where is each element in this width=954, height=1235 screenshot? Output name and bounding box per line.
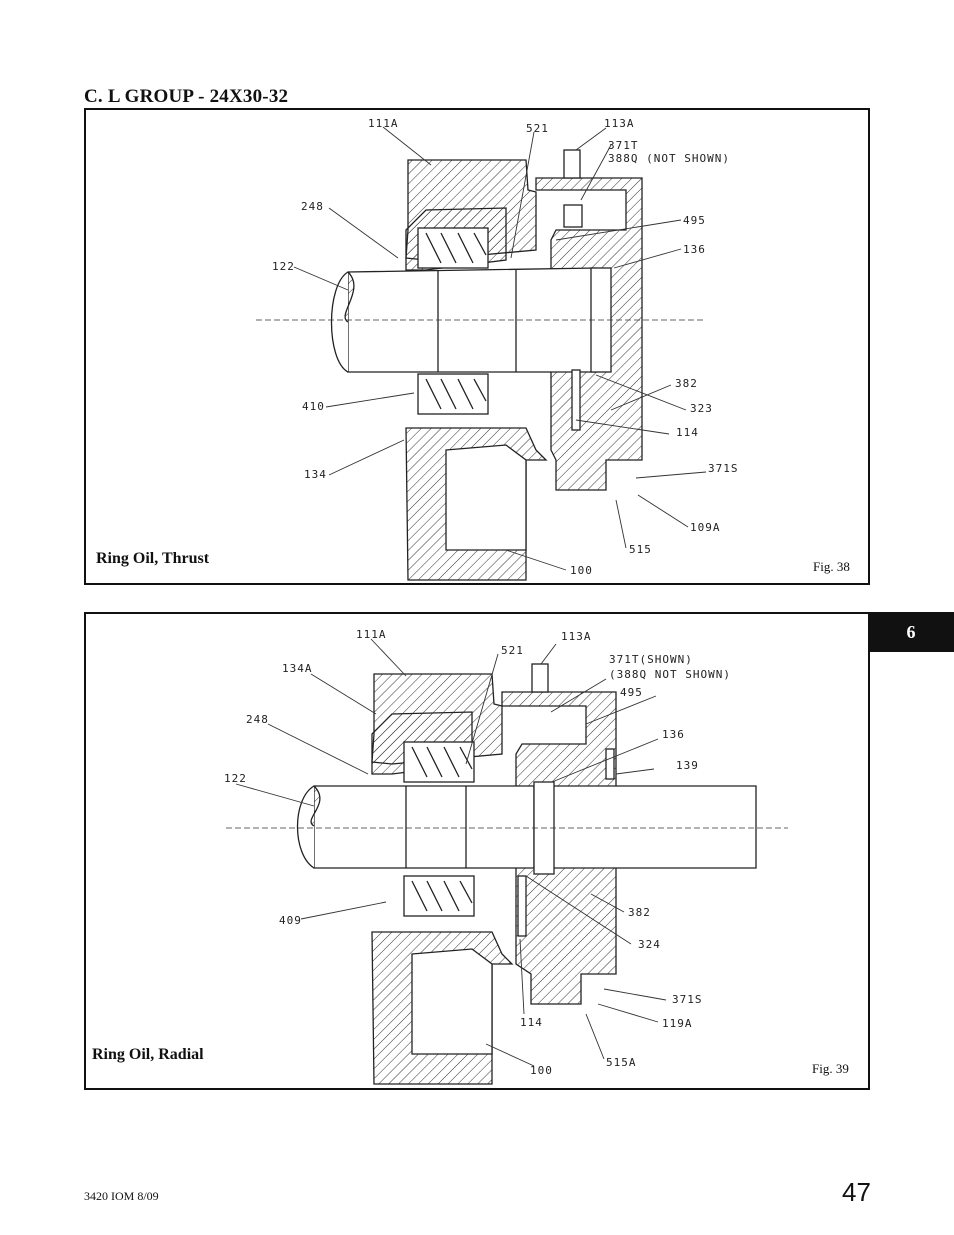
callout-114: 114 (520, 1016, 543, 1029)
callout-248: 248 (246, 713, 269, 726)
callout-111a: 111A (368, 117, 399, 130)
callout-111a: 111A (356, 628, 387, 641)
callout-122: 122 (224, 772, 247, 785)
callout-515a: 515A (606, 1056, 637, 1069)
bearing-upper (417, 227, 489, 269)
page-number: 47 (842, 1177, 871, 1207)
callout-388q: 388Q (NOT SHOWN) (608, 152, 730, 165)
callout-323: 323 (690, 402, 713, 415)
callout-371t-shown: 371T(SHOWN) (609, 653, 693, 666)
callout-495: 495 (620, 686, 643, 699)
callout-371s: 371S (672, 993, 703, 1006)
callout-122: 122 (272, 260, 295, 273)
callout-248: 248 (301, 200, 324, 213)
callout-388q-not-shown: (388Q NOT SHOWN) (609, 668, 731, 681)
callout-409: 409 (279, 914, 302, 927)
shaft-break (330, 271, 349, 373)
callout-100: 100 (570, 564, 593, 577)
callout-109a: 109A (690, 521, 721, 534)
callout-114: 114 (676, 426, 699, 439)
bearing-lower (403, 875, 475, 917)
figure-38-caption: Ring Oil, Thrust (96, 550, 210, 567)
figure-39-number: Fig. 39 (812, 1061, 849, 1076)
callout-134: 134 (304, 468, 327, 481)
callout-521: 521 (501, 644, 524, 657)
callout-119a: 119A (662, 1017, 693, 1030)
callout-136: 136 (662, 728, 685, 741)
bearing-lower (417, 373, 489, 415)
callout-113a: 113A (561, 630, 592, 643)
callout-495: 495 (683, 214, 706, 227)
bearing-assembly-drawing-thrust: 111A 521 113A 371T 388Q (NOT SHOWN) 248 … (256, 117, 739, 581)
figure-38-frame: 111A 521 113A 371T 388Q (NOT SHOWN) 248 … (84, 108, 870, 585)
callout-515: 515 (629, 543, 652, 556)
callout-521: 521 (526, 122, 549, 135)
callout-371t: 371T (608, 139, 639, 152)
callout-134a: 134A (282, 662, 313, 675)
bearing-upper (403, 741, 475, 783)
callout-113a: 113A (604, 117, 635, 130)
callout-324: 324 (638, 938, 661, 951)
callout-382: 382 (628, 906, 651, 919)
footer-doc-id: 3420 IOM 8/09 (84, 1189, 159, 1203)
section-tab: 6 (868, 612, 954, 652)
figure-39-caption: Ring Oil, Radial (92, 1046, 204, 1063)
bearing-assembly-drawing-radial: 111A 521 113A 371T(SHOWN) (388Q NOT SHOW… (224, 628, 788, 1085)
shaft-break (296, 785, 315, 869)
figure-38-number: Fig. 38 (813, 559, 850, 574)
callout-139: 139 (676, 759, 699, 772)
callout-100: 100 (530, 1064, 553, 1077)
callout-410: 410 (302, 400, 325, 413)
callout-371s: 371S (708, 462, 739, 475)
figure-39-frame: 111A 521 113A 371T(SHOWN) (388Q NOT SHOW… (84, 612, 870, 1090)
callout-136: 136 (683, 243, 706, 256)
section-title: C. L GROUP - 24X30-32 (84, 86, 289, 107)
callout-382: 382 (675, 377, 698, 390)
